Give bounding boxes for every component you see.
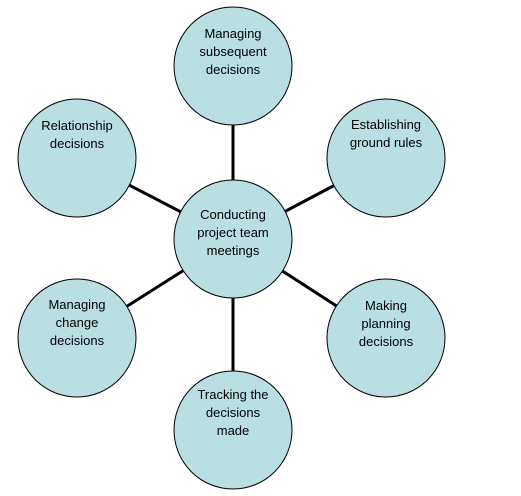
node-label-line: made [216, 423, 250, 438]
hub-label-line-2: project team [197, 225, 269, 240]
node-label-managing-subsequent: Managing subsequent decisions [177, 25, 289, 79]
node-circle-managing-change [17, 278, 137, 398]
node-circle-making-planning [326, 278, 446, 398]
hub-circle [173, 179, 293, 299]
hub-label-line-3: meetings [206, 243, 260, 258]
node-label-managing-change: Managing change decisions [21, 296, 133, 350]
node-label-line: Making [365, 298, 407, 313]
node-label-line: change [55, 315, 99, 330]
hub-label: Conducting project team meetings [177, 206, 289, 260]
node-label-line: ground rules [349, 135, 423, 150]
node-label-establishing-ground-rules: Establishing ground rules [330, 116, 442, 152]
node-label-line: decisions [49, 333, 105, 348]
node-label-line: subsequent [199, 44, 267, 59]
node-label-line: Establishing [350, 117, 422, 132]
node-label-line: Managing [48, 297, 106, 312]
node-label-line: decisions [358, 334, 414, 349]
node-circle-establishing-ground-rules [326, 98, 446, 218]
node-label-tracking: Tracking the decisions made [177, 386, 289, 440]
node-label-line: decisions [49, 136, 105, 151]
node-label-line: planning [361, 316, 411, 331]
node-circle-relationship [17, 98, 137, 218]
node-label-line: Tracking the [197, 387, 269, 402]
node-circle-tracking [173, 370, 293, 490]
node-label-line: Relationship [41, 118, 113, 133]
node-label-line: decisions [205, 405, 261, 420]
node-label-relationship: Relationship decisions [21, 117, 133, 153]
node-label-line: Managing [204, 26, 262, 41]
node-circle-managing-subsequent [173, 6, 293, 126]
node-label-making-planning: Making planning decisions [330, 297, 442, 351]
hub-label-line-1: Conducting [200, 207, 266, 222]
node-label-line: decisions [205, 62, 261, 77]
